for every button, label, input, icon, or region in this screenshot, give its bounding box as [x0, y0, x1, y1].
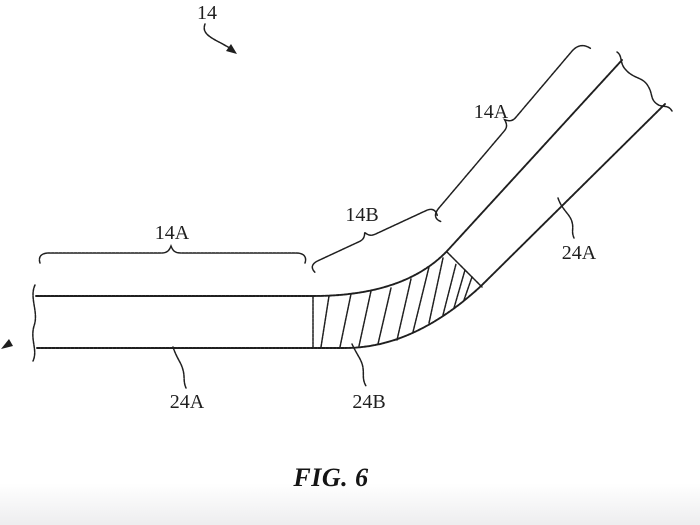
label-14a-right: 14A [474, 101, 509, 123]
band-top-edge [35, 59, 623, 297]
arrowhead-14-icon [226, 44, 237, 54]
label-24a-right: 24A [562, 242, 597, 264]
band-bottom-edge [36, 103, 666, 349]
leader-arrow-14 [203, 23, 231, 49]
label-14: 14 [197, 2, 217, 24]
bend-hatch-lines [320, 257, 473, 348]
right-break-line [616, 51, 673, 112]
figure-caption: FIG. 6 [292, 463, 368, 492]
left-break-line [32, 284, 37, 362]
label-14a-left: 14A [155, 222, 190, 244]
label-24b: 24B [352, 391, 385, 413]
leader-24b [351, 343, 367, 387]
leader-24a-right [557, 197, 575, 239]
brace-14a-right [434, 44, 592, 223]
brace-14a-left [38, 243, 307, 264]
left-margin-arrowhead-icon [1, 339, 13, 349]
bottom-fade-gradient [0, 483, 700, 525]
label-24a-left: 24A [170, 391, 205, 413]
leader-24a-left [172, 346, 187, 389]
brace-14b [311, 208, 438, 273]
label-14b: 14B [345, 204, 378, 226]
